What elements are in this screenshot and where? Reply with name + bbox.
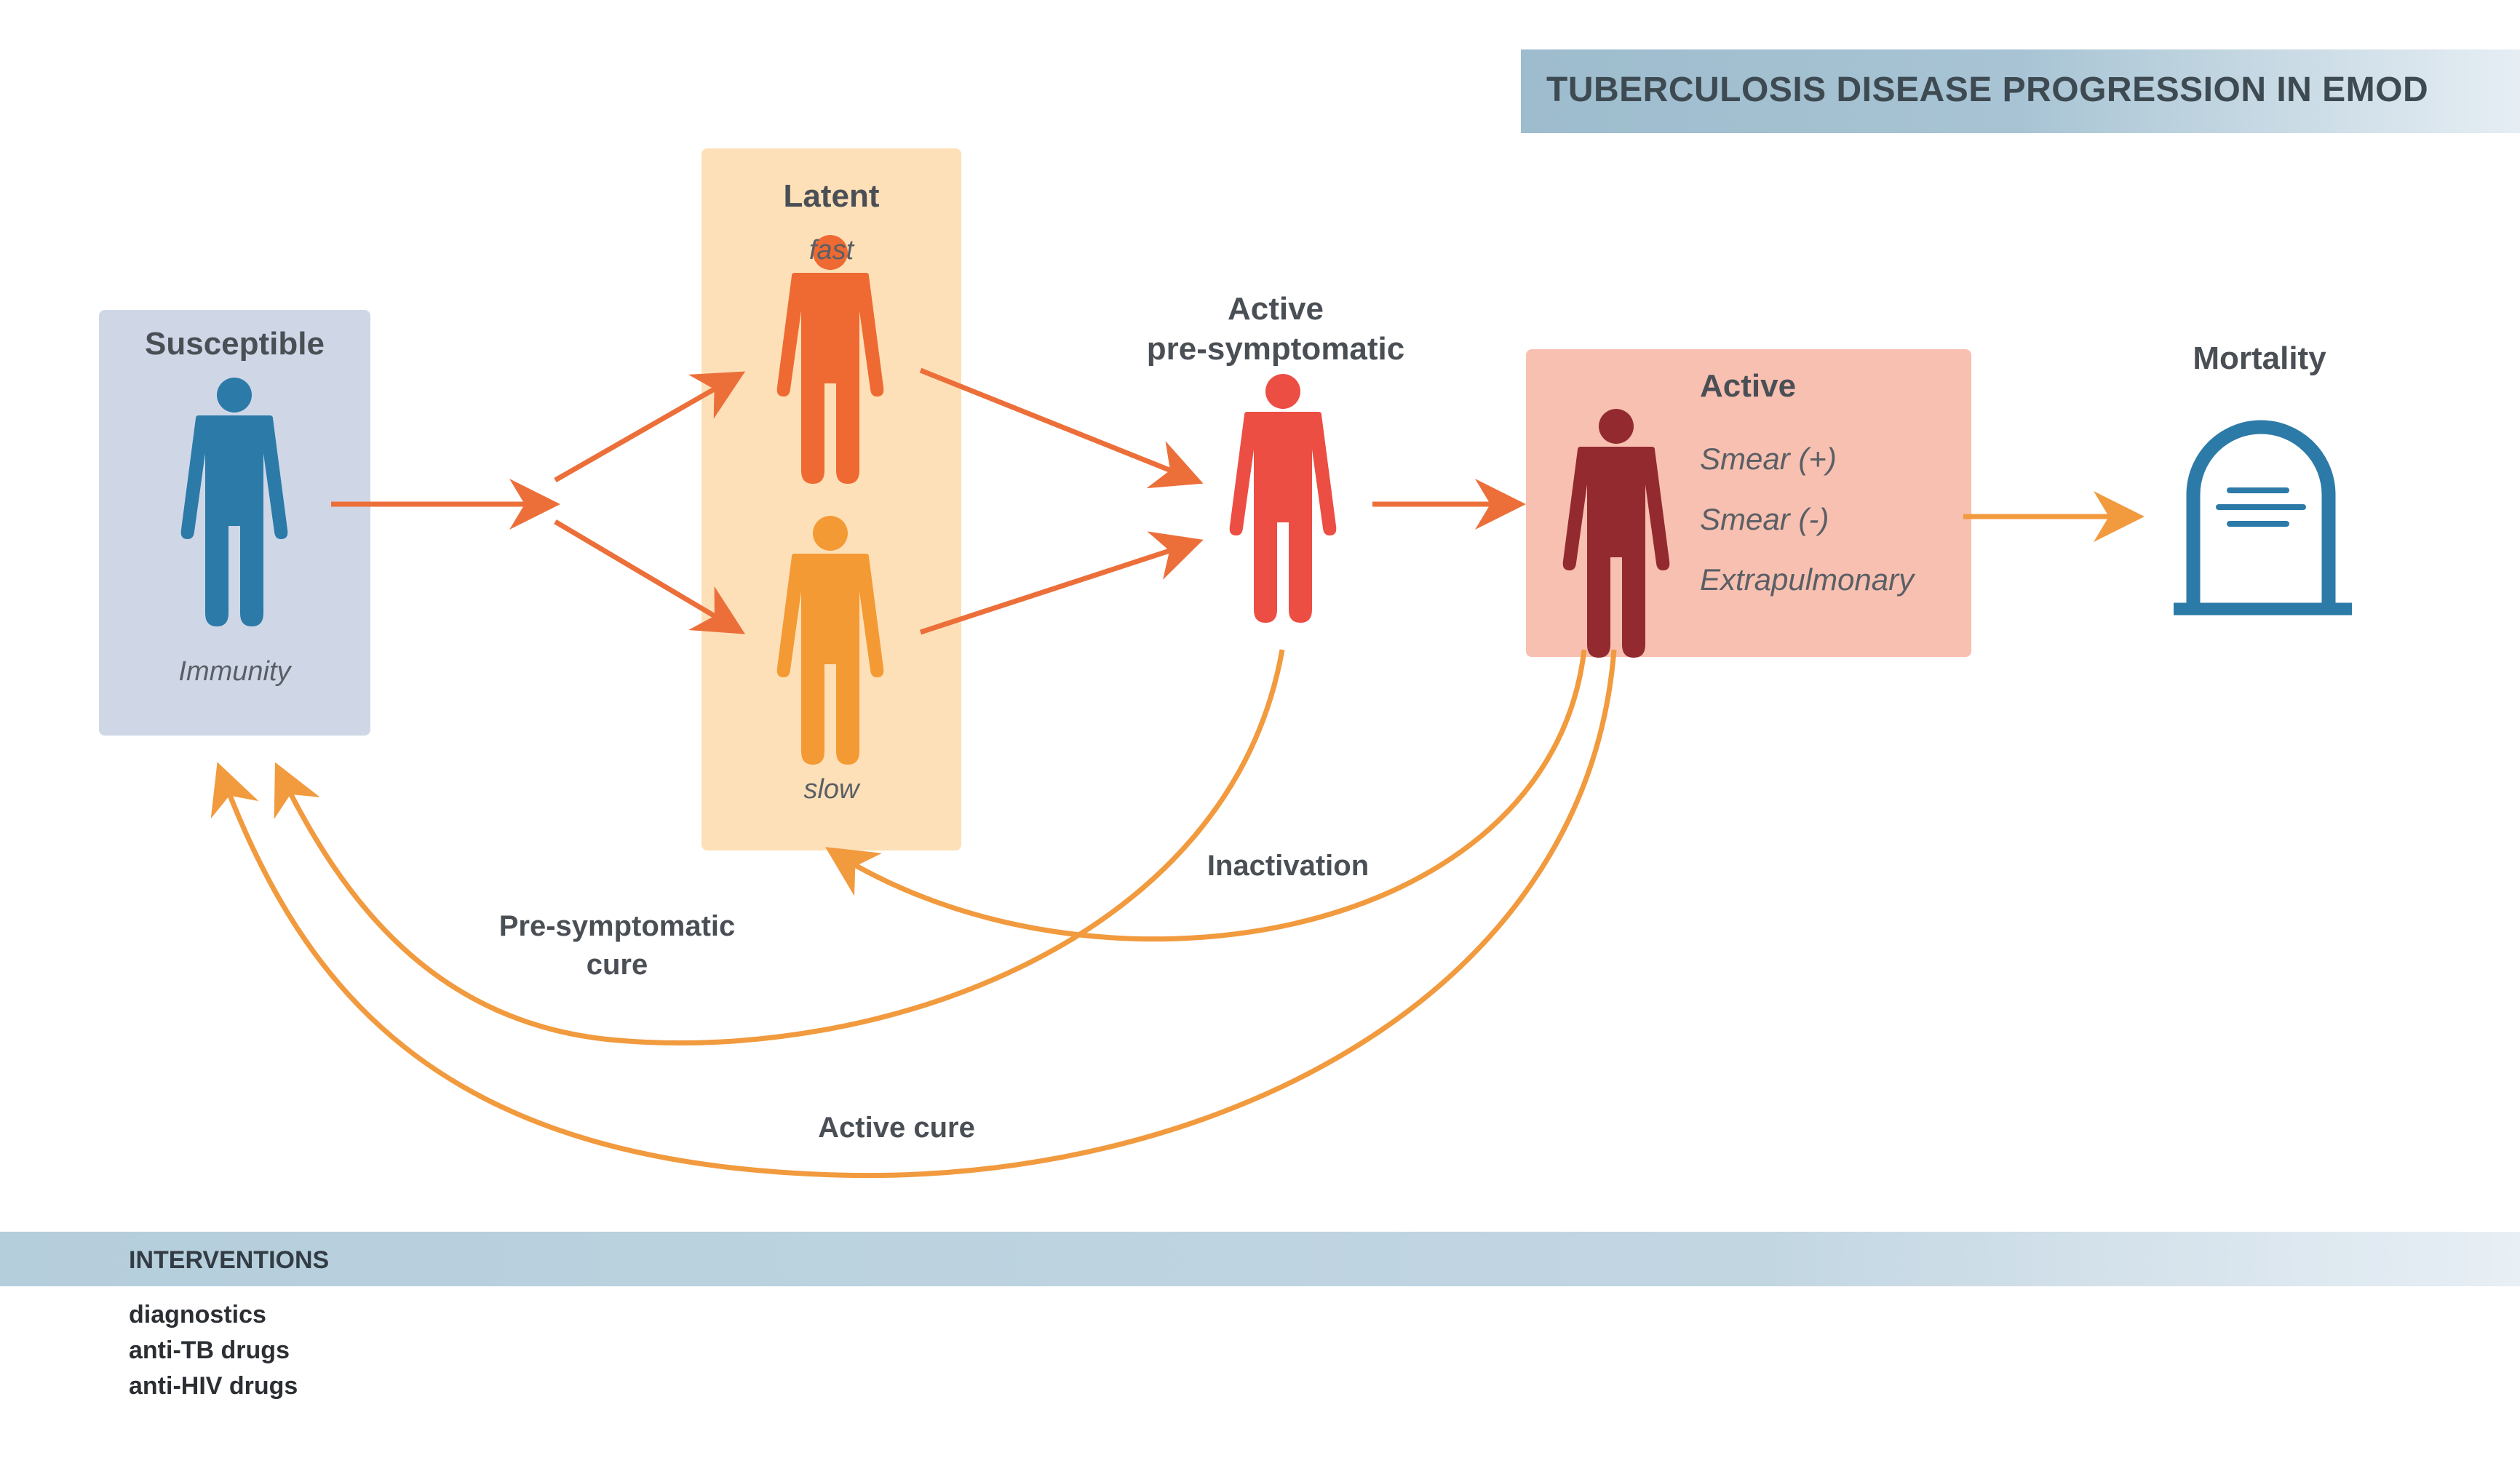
latent-slow-label: slow [803, 774, 859, 805]
interventions-list: diagnostics anti-TB drugs anti-HIV drugs [129, 1297, 298, 1404]
arrow-latent-slow-to-pre-symptomatic [919, 531, 1204, 635]
arrow-inactivation [825, 649, 1587, 942]
arrow-latent-fast-to-pre-symptomatic [919, 367, 1204, 489]
inactivation-label: Inactivation [1207, 850, 1370, 882]
arrow-active-cure [210, 649, 1617, 1179]
pre-symptomatic-person-icon [1229, 374, 1337, 623]
interventions-title: INTERVENTIONS [129, 1246, 330, 1274]
arrow-split-to-latent-fast [554, 371, 746, 483]
latent-title: Latent [783, 178, 880, 214]
susceptible-title: Susceptible [145, 326, 325, 362]
pre-symptomatic-title-line2: pre-symptomatic [1146, 331, 1405, 367]
pre-symptomatic-cure-label-line2: cure [586, 949, 648, 981]
latent-box [701, 148, 961, 850]
active-title: Active [1700, 368, 1797, 404]
active-type-smear-negative: Smear (-) [1700, 502, 1829, 536]
pre-symptomatic-cure-label-line1: Pre-symptomatic [498, 910, 736, 942]
active-cure-label: Active cure [818, 1112, 975, 1144]
active-type-smear-positive: Smear (+) [1700, 442, 1837, 476]
intervention-item-diagnostics: diagnostics [129, 1301, 266, 1328]
mortality-title: Mortality [2193, 340, 2326, 376]
active-type-extrapulmonary: Extrapulmonary [1700, 562, 1915, 597]
susceptible-immunity-label: Immunity [178, 656, 291, 687]
intervention-item-anti-tb-drugs: anti-TB drugs [129, 1336, 290, 1364]
interventions-bar [0, 1232, 2520, 1286]
title-bar [1521, 49, 2520, 133]
diagram-title: TUBERCULOSIS DISEASE PROGRESSION IN EMOD [1546, 71, 2429, 109]
latent-fast-label: fast [808, 235, 854, 266]
intervention-item-anti-hiv-drugs: anti-HIV drugs [129, 1372, 298, 1400]
arrow-pre-symptomatic-cure [274, 649, 1285, 1046]
arrow-split-to-latent-slow [554, 519, 746, 634]
tombstone-icon [2174, 420, 2352, 616]
pre-symptomatic-title-line1: Active [1227, 291, 1324, 327]
